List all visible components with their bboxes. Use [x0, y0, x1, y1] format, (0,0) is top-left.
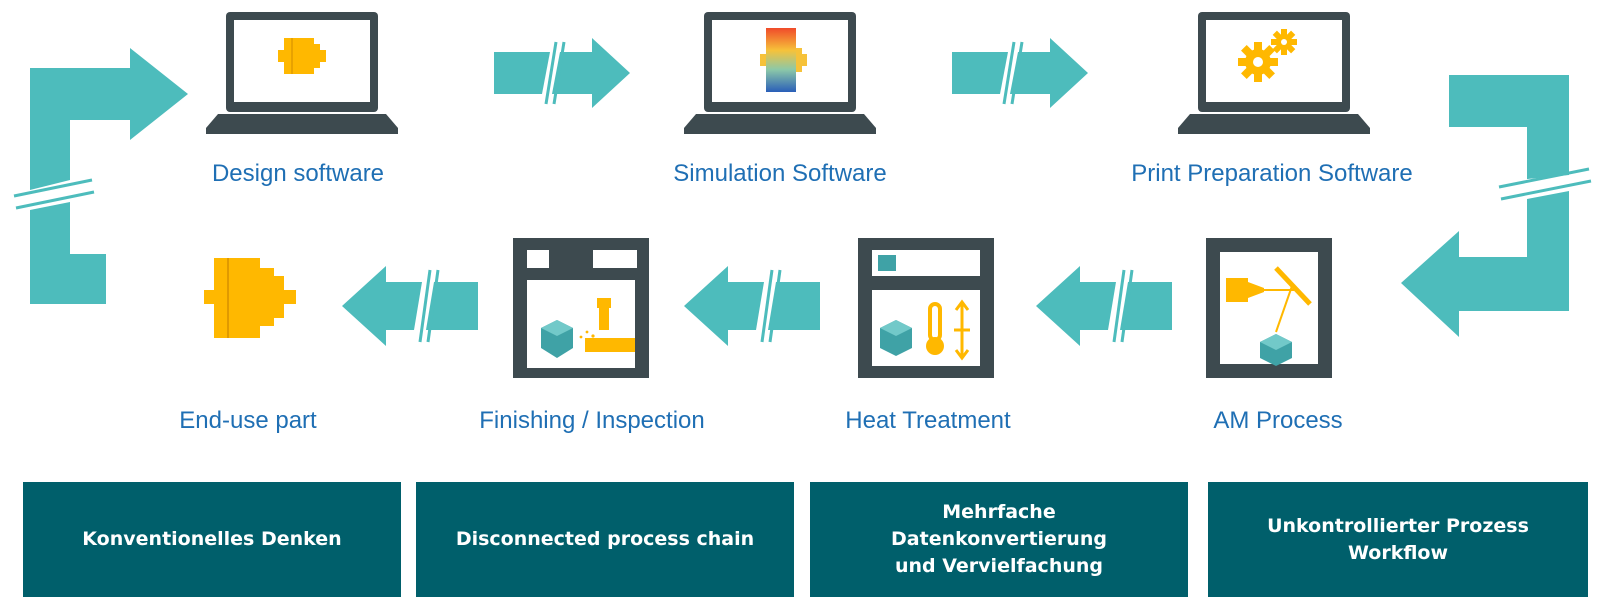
print-preparation-laptop-icon [1178, 12, 1370, 134]
step-label-heat-treatment: Heat Treatment [845, 407, 1011, 434]
step-label-simulation: Simulation Software [673, 160, 887, 187]
problem-box-disconnected-chain: Disconnected process chain [416, 482, 794, 597]
broken-arrow-left-icon [1036, 266, 1172, 346]
step-label-design: Design software [211, 160, 385, 187]
design-laptop-icon [206, 12, 398, 134]
problem-box-data-conversion: Mehrfache Datenkonvertierung und Verviel… [810, 482, 1188, 597]
problem-box-conventional-thinking: Konventionelles Denken [23, 482, 401, 597]
end-use-part-icon [204, 258, 296, 338]
loop-arrow-right-icon [1401, 75, 1592, 337]
am-process-machine-icon [1206, 238, 1332, 378]
broken-arrow-right-icon [952, 38, 1088, 108]
step-label-finishing: Finishing / Inspection [479, 407, 705, 434]
loop-arrow-left-icon [13, 48, 188, 304]
broken-arrow-left-icon [684, 266, 820, 346]
problem-box-uncontrolled-workflow: Unkontrollierter Prozess Workflow [1208, 482, 1588, 597]
broken-arrow-left-icon [342, 266, 478, 346]
step-label-print-preparation: Print Preparation Software [1131, 160, 1413, 187]
finishing-inspection-machine-icon [513, 238, 649, 378]
heat-treatment-machine-icon [858, 238, 994, 378]
step-label-end-use: End-use part [179, 407, 317, 434]
simulation-laptop-icon [684, 12, 876, 134]
broken-arrow-right-icon [494, 38, 630, 108]
step-label-am-process: AM Process [1213, 407, 1343, 434]
